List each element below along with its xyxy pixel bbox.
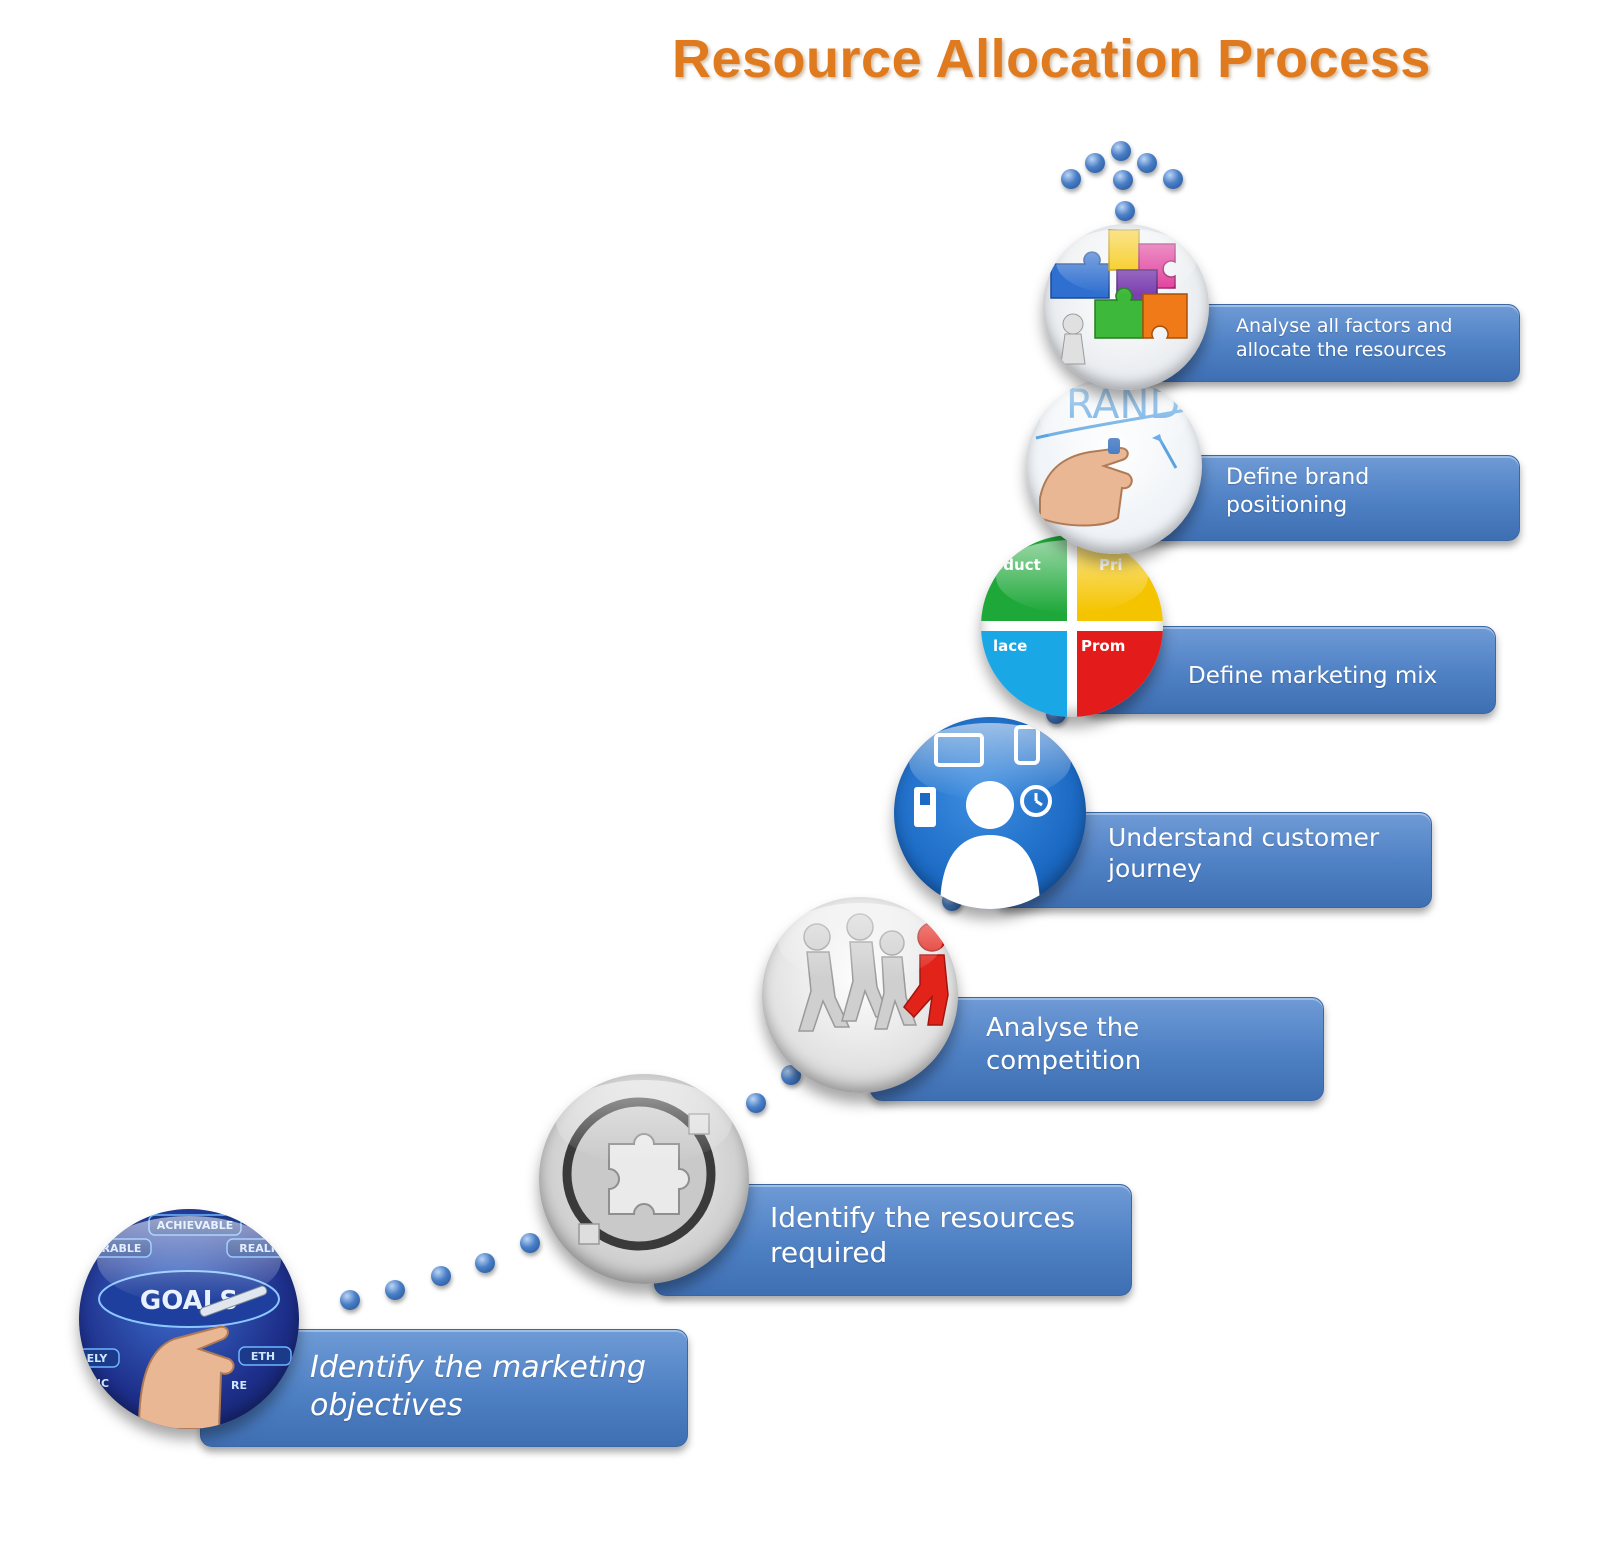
goals-re-text: RE [231,1379,247,1392]
step-7-label: Analyse all factors and allocate the res… [1236,315,1453,361]
mix-place-text: lace [993,637,1027,655]
goals-ethical-text: ETH [251,1350,275,1363]
connector-dot [1137,153,1157,173]
goals-timely-text: ELY [87,1352,109,1365]
step-5-label: Define marketing mix [1188,663,1438,689]
connector-dot [1085,153,1105,173]
puzzle-pieces-icon [1043,224,1209,390]
goals-measurable-text: URABLE [93,1242,142,1255]
connector-dot [746,1093,766,1113]
mix-price-text: Pri [1099,556,1123,574]
competition-runners-icon [762,897,958,1093]
connector-dot [1061,169,1081,189]
connector-dot [431,1266,451,1286]
brand-writing-icon: RAND [1026,378,1202,554]
step-4-label: Understand customer journey [1108,823,1380,884]
connector-dot [475,1253,495,1273]
step-2-label: Identify the resources required [770,1201,1076,1269]
goals-icon: ACHIEVABLE URABLE REALIS GOALS ELY ETH I… [79,1209,299,1429]
goals-achievable-text: ACHIEVABLE [157,1219,234,1232]
step-6-label: Define brand positioning [1226,465,1370,518]
step-3-label: Analyse the competition [986,1013,1142,1076]
step-1-label: Identify the marketing objectives [310,1350,647,1423]
marketing-mix-icon: oduct Pri lace Prom [981,535,1163,717]
connector-dot [1115,201,1135,221]
mix-promotion-text: Prom [1081,637,1125,655]
customer-devices-icon [894,717,1086,909]
page-title: Resource Allocation Process [672,29,1431,89]
goals-realistic-text: REALIS [239,1242,283,1255]
connector-dot [520,1233,540,1253]
goals-specific-text: IC [97,1377,109,1390]
puzzle-magnifier-icon [539,1074,749,1284]
connector-dot [1111,141,1131,161]
connector-dot [340,1290,360,1310]
mix-product-text: oduct [993,556,1041,574]
connector-dot [1163,169,1183,189]
connector-dot [385,1280,405,1300]
connector-dot [1113,170,1133,190]
